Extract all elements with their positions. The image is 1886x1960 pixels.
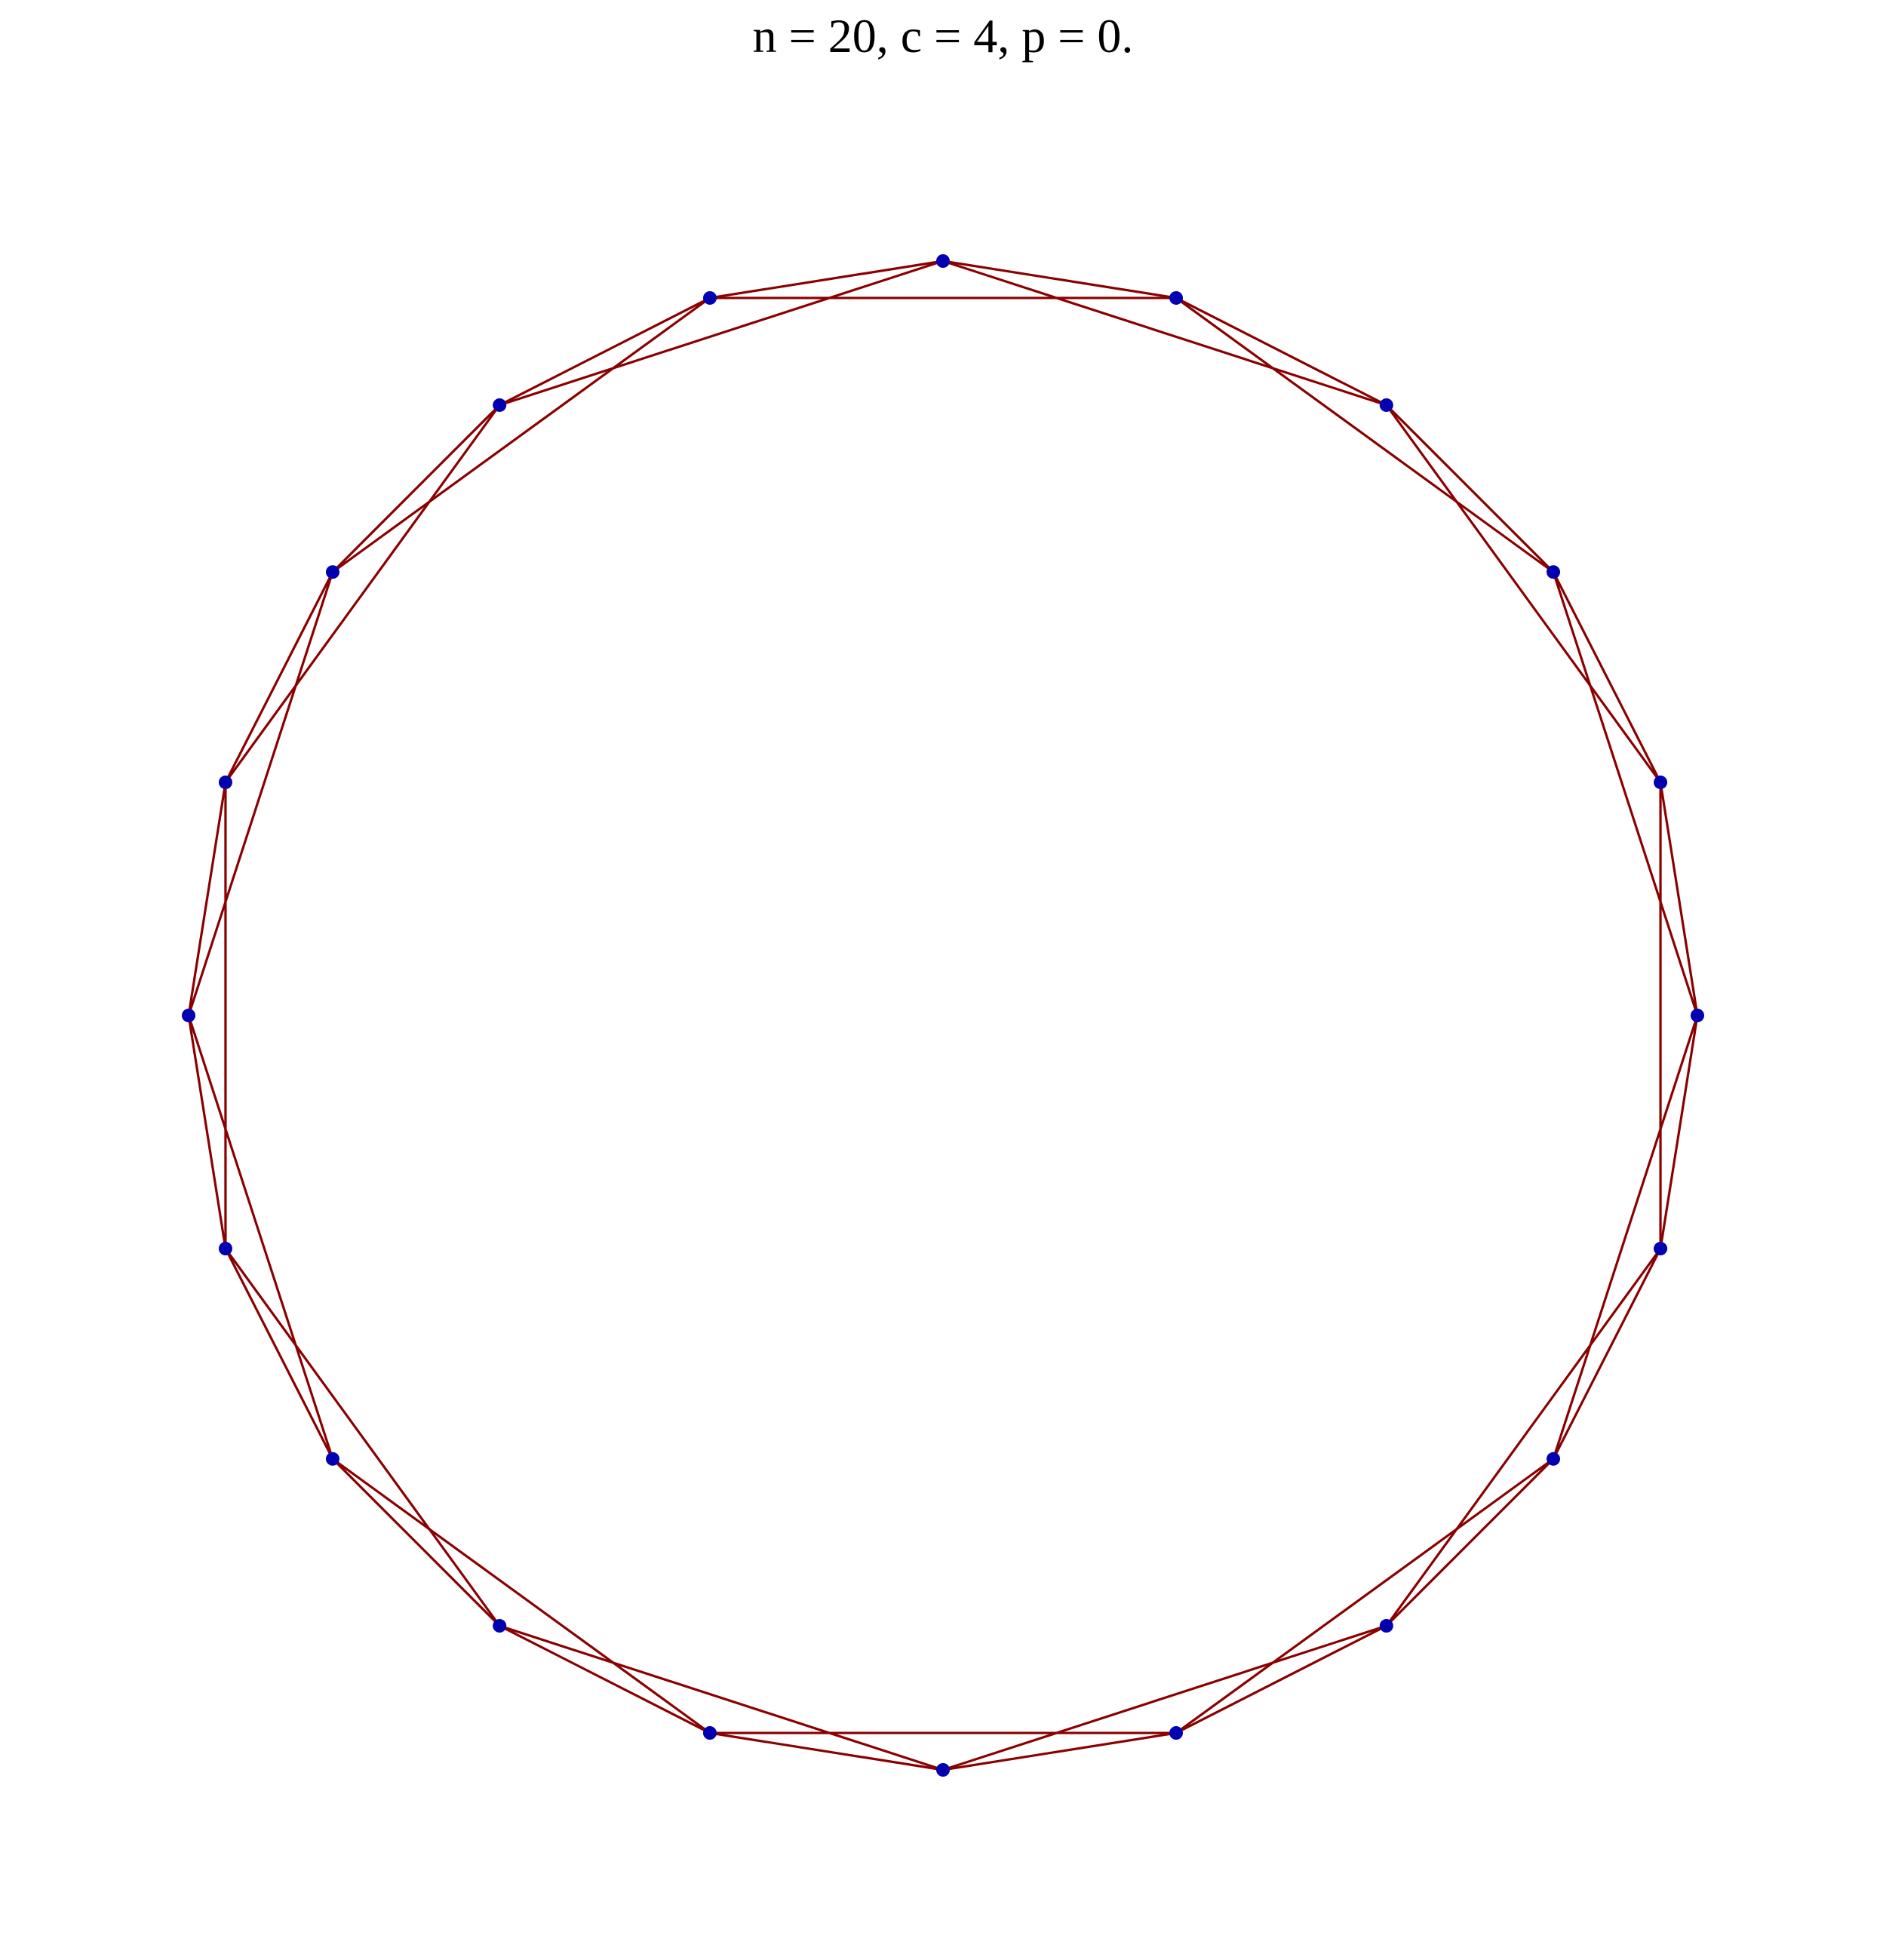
- graph-edge: [1175, 1624, 1388, 1734]
- graph-edge: [941, 1624, 1388, 1771]
- graph-node: [1654, 775, 1668, 789]
- graph-node: [1654, 1242, 1668, 1256]
- graph-edge: [1552, 1247, 1662, 1461]
- graph-edge: [708, 1731, 945, 1771]
- graph-edge: [941, 1731, 1178, 1771]
- graph-edge: [331, 404, 501, 573]
- graph-node: [702, 1726, 717, 1740]
- graph-node: [182, 1009, 195, 1022]
- graph-edge: [224, 1247, 334, 1461]
- edges-layer: [187, 260, 1699, 1771]
- graph-node: [1547, 1452, 1561, 1466]
- graph-edge: [498, 1624, 711, 1734]
- graph-node: [218, 1242, 232, 1256]
- graph-edge: [1385, 404, 1662, 784]
- graph-edge: [1659, 781, 1699, 1017]
- graph-edge: [187, 570, 334, 1017]
- graph-edge: [224, 404, 501, 784]
- graph-edge: [1175, 1458, 1555, 1734]
- graph-node: [936, 254, 950, 268]
- graph-node: [325, 1452, 339, 1466]
- graph-edge: [498, 1624, 945, 1771]
- graph-edge: [708, 260, 945, 300]
- graph-node: [1169, 290, 1184, 305]
- nodes-layer: [182, 254, 1704, 1777]
- graph-edge: [941, 260, 1388, 407]
- figure-title: n = 20, c = 4, p = 0.: [752, 9, 1134, 63]
- graph-node: [325, 565, 339, 579]
- graph-node: [1379, 1619, 1393, 1633]
- graph-edge: [1175, 296, 1388, 407]
- graph-edge: [1175, 296, 1555, 573]
- graph-edge: [1552, 570, 1699, 1017]
- graph-edge: [187, 781, 227, 1017]
- graph-edge: [1385, 1247, 1662, 1627]
- graph-edge: [1659, 1014, 1699, 1250]
- graph-edge: [224, 1247, 501, 1627]
- graph-edge: [941, 260, 1178, 300]
- graph-node: [1547, 565, 1561, 579]
- graph-node: [1691, 1009, 1704, 1022]
- graph-node: [702, 290, 717, 305]
- graph-edge: [187, 1014, 227, 1250]
- graph-edge: [1552, 570, 1662, 784]
- graph-edge: [331, 1458, 501, 1627]
- graph-node: [1169, 1726, 1184, 1740]
- graph-edge: [1385, 404, 1555, 573]
- graph-edge: [331, 296, 711, 573]
- graph-edge: [1385, 1458, 1555, 1627]
- graph-node: [218, 775, 232, 789]
- graph-edge: [498, 296, 711, 407]
- graph-edge: [498, 260, 945, 407]
- graph-edge: [187, 1014, 334, 1461]
- graph-node: [1379, 398, 1393, 412]
- graph-node: [493, 398, 507, 412]
- graph-node: [936, 1763, 950, 1777]
- graph-edge: [331, 1458, 711, 1734]
- graph-edge: [224, 570, 334, 784]
- graph-edge: [1552, 1014, 1699, 1461]
- graph-node: [493, 1619, 507, 1633]
